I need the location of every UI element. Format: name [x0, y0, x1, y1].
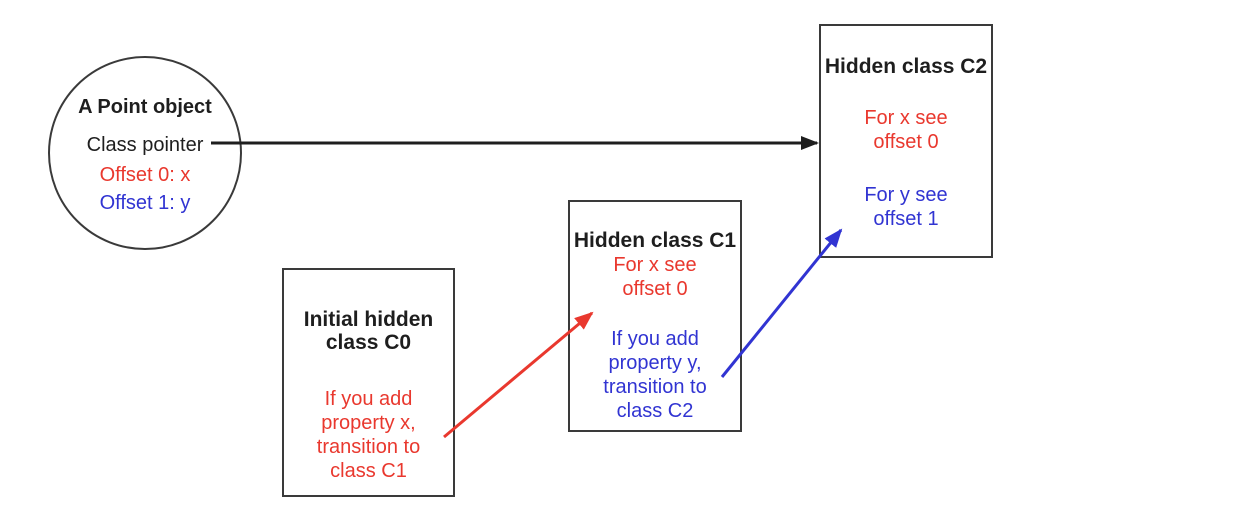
class-pointer-label: Class pointer [86, 134, 204, 156]
hidden-class-c1-node: Hidden class C1 For x see offset 0 If yo… [568, 200, 742, 432]
c1-transition-note: If you add property y, transition to cla… [603, 328, 707, 422]
hidden-class-c2-node: Hidden class C2 For x see offset 0 For y… [819, 24, 993, 258]
c0-title: Initial hidden class C0 [303, 308, 434, 354]
hidden-class-c0-node: Initial hidden class C0 If you add prope… [282, 268, 455, 497]
c2-title: Hidden class C2 [824, 55, 988, 78]
point-object-node: A Point object Class pointer Offset 0: x… [48, 56, 242, 250]
c1-x-entry: For x see offset 0 [613, 254, 697, 300]
c2-x-entry: For x see offset 0 [864, 107, 948, 153]
c1-title: Hidden class C1 [573, 229, 737, 252]
c0-transition-note: If you add property x, transition to cla… [316, 388, 421, 482]
point-object-title: A Point object [78, 96, 212, 118]
offset-x-entry: Offset 0: x [99, 164, 191, 186]
offset-y-entry: Offset 1: y [99, 192, 191, 214]
c2-y-entry: For y see offset 1 [864, 184, 948, 230]
